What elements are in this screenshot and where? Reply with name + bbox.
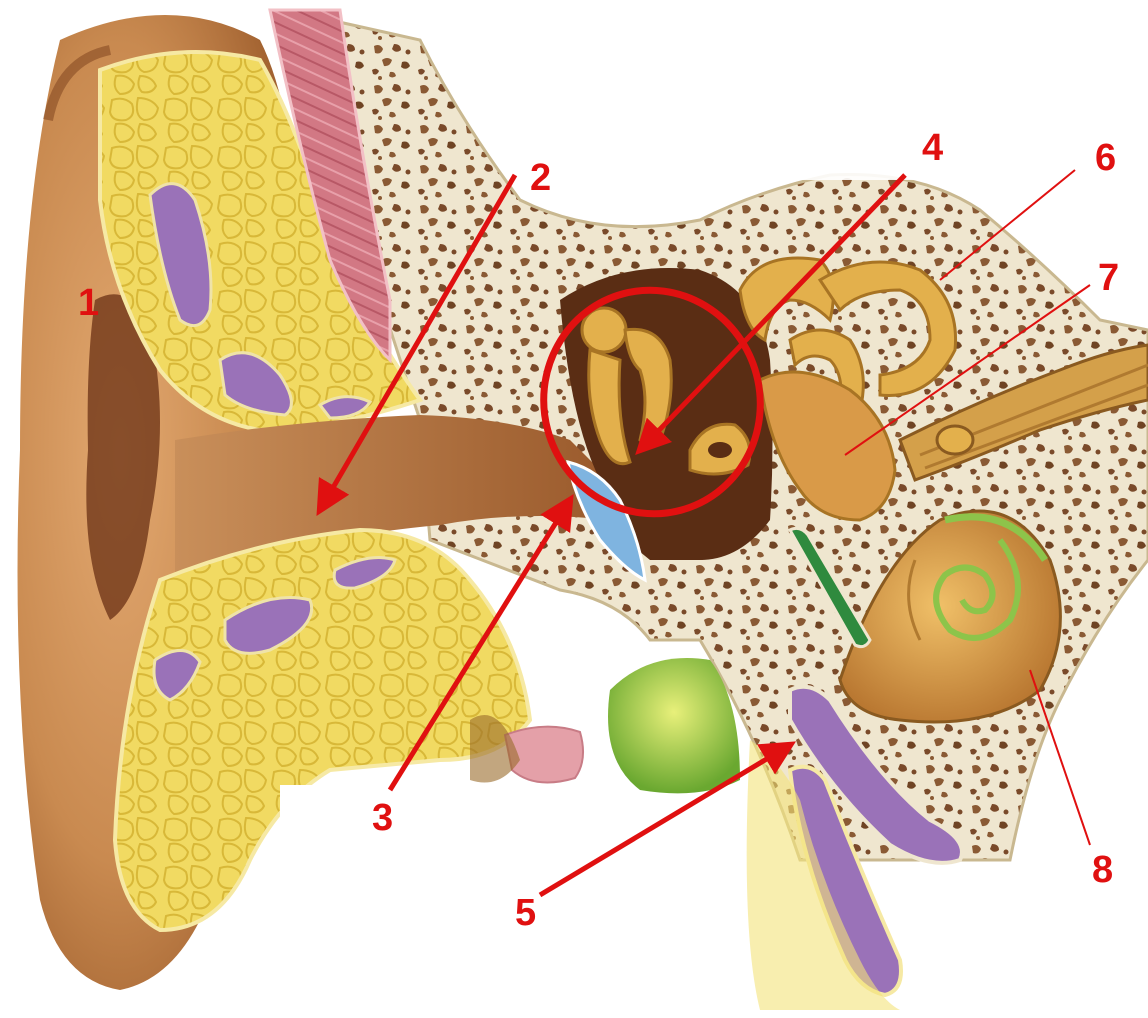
label-7: 7 [1098, 257, 1119, 299]
blank-box-bottom [280, 785, 620, 875]
label-1: 1 [78, 282, 99, 324]
label-2: 2 [530, 157, 551, 199]
label-4: 4 [922, 127, 943, 169]
label-3: 3 [372, 797, 393, 839]
stapes-hole [708, 442, 732, 458]
label-6: 6 [1095, 137, 1116, 179]
nerve-knob [937, 426, 973, 454]
blank-box-top [690, 90, 1070, 180]
label-8: 8 [1092, 849, 1113, 891]
gland-green [608, 658, 740, 793]
label-5: 5 [515, 892, 536, 934]
